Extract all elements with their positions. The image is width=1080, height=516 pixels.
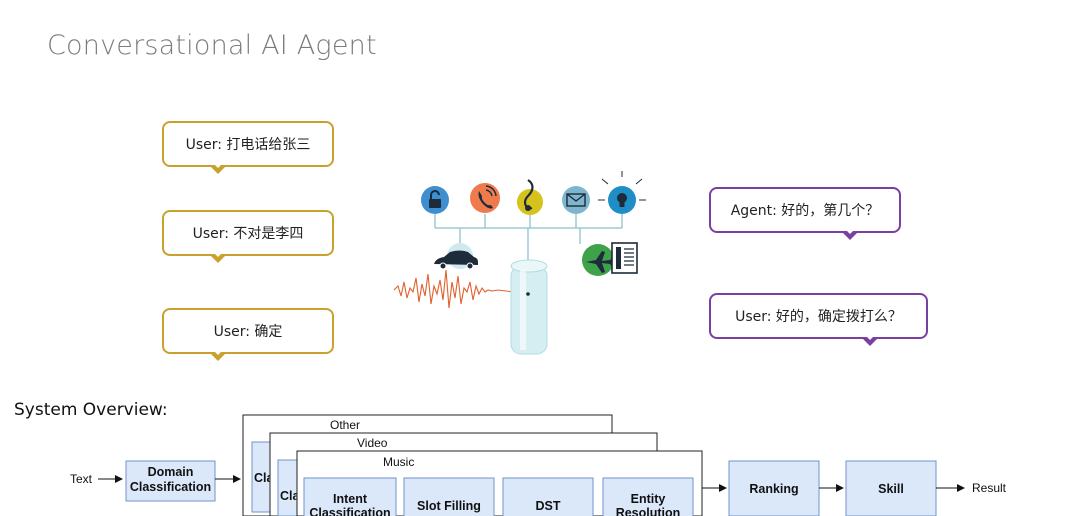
skill-label: Skill — [878, 482, 904, 496]
user-bubble-2: User: 不对是李四 — [162, 210, 334, 263]
ranking-label: Ranking — [749, 482, 798, 496]
mail-icon — [562, 186, 590, 214]
user-bubble-1-text: User: 打电话给张三 — [185, 137, 311, 153]
airplane-icon — [582, 244, 614, 276]
dst-box — [502, 477, 594, 516]
user-bubble-3-text: User: 确定 — [213, 324, 283, 340]
entity-resolution-box — [602, 477, 694, 516]
music-note-icon — [517, 179, 543, 215]
entity-resolution-line1: Entity — [631, 492, 666, 506]
smart-speaker-icon — [510, 259, 548, 355]
lightbulb-icon — [598, 171, 646, 214]
user-bubble-4-text: User: 好的，确定拨打么？ — [735, 309, 902, 325]
partial-classification-label-1: Cla — [254, 471, 275, 485]
domain-classification-line2: Classification — [130, 480, 211, 494]
document-icon — [611, 242, 638, 274]
intent-classification-line2: Classification — [309, 506, 390, 516]
domain-classification-line1: Domain — [148, 465, 194, 479]
system-overview-diagram: Text Domain Classification Other Cla Vid… — [70, 414, 1007, 516]
domain-frame-music-label: Music — [383, 455, 414, 469]
input-text-label: Text — [70, 472, 93, 486]
user-bubble-4: User: 好的，确定拨打么？ — [709, 293, 928, 346]
entity-resolution-line2: Resolution — [616, 506, 681, 516]
sound-wave-icon — [393, 269, 515, 309]
partial-classification-label-2: Cla — [280, 489, 301, 503]
agent-bubble-text: Agent: 好的，第几个？ — [730, 203, 880, 219]
system-overview-label: System Overview: — [14, 400, 168, 420]
phone-icon — [470, 183, 500, 213]
result-label: Result — [972, 481, 1007, 495]
domain-frame-video-label: Video — [357, 436, 388, 450]
user-bubble-1: User: 打电话给张三 — [162, 121, 334, 174]
domain-classification-box — [125, 460, 216, 502]
car-icon — [434, 243, 478, 270]
user-bubble-3: User: 确定 — [162, 308, 334, 361]
intent-classification-line1: Intent — [333, 492, 368, 506]
skill-box — [845, 460, 937, 516]
dst-label: DST — [536, 499, 561, 513]
intent-classification-box — [303, 477, 397, 516]
lock-icon — [421, 186, 449, 214]
agent-bubble: Agent: 好的，第几个？ — [709, 187, 901, 240]
smart-speaker-illustration — [393, 171, 646, 355]
hub-connectors — [434, 214, 623, 260]
domain-frame-other-label: Other — [330, 418, 360, 432]
slot-filling-label: Slot Filling — [417, 499, 481, 513]
slot-filling-box — [403, 477, 495, 516]
page-title: Conversational AI Agent — [47, 30, 377, 61]
user-bubble-2-text: User: 不对是李四 — [192, 226, 304, 242]
